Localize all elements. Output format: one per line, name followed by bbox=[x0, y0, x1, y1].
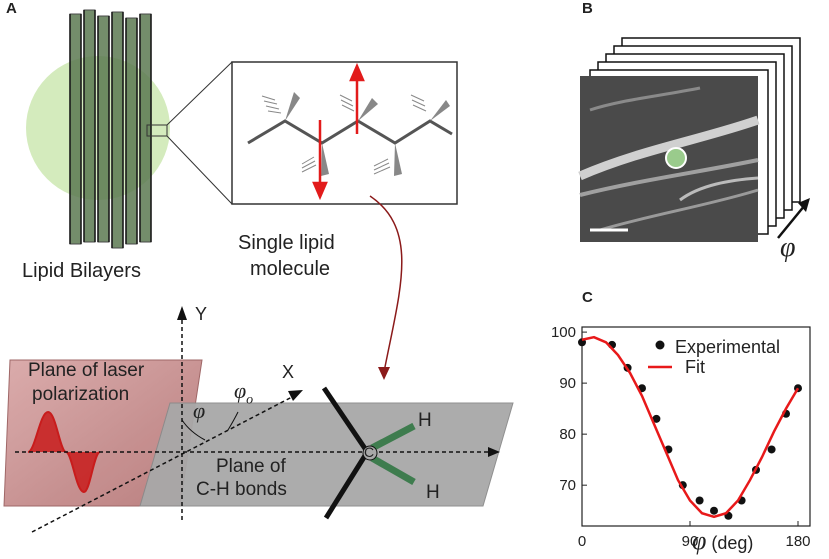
phi-arc bbox=[181, 419, 206, 441]
y-tick-label: 90 bbox=[559, 375, 576, 392]
data-point-experimental bbox=[652, 414, 661, 423]
panel-b-phi-label: φ bbox=[780, 232, 796, 263]
phi-angle-label: φ bbox=[193, 398, 206, 423]
data-point-experimental bbox=[695, 496, 704, 505]
x-axis-label: X bbox=[282, 362, 295, 382]
y-tick-label: 80 bbox=[559, 426, 576, 443]
dipole-arrows bbox=[312, 62, 365, 201]
phi-arrow bbox=[777, 204, 806, 239]
hydrogen-bottom-label: H bbox=[426, 482, 440, 503]
panel-label-b: B bbox=[582, 0, 593, 17]
ch-bonds-plane bbox=[139, 402, 514, 507]
hydrogen-top-label: H bbox=[418, 410, 432, 431]
hydrogen-wedges bbox=[285, 92, 450, 176]
chart-frame bbox=[581, 326, 811, 527]
single-lipid-label-line1: Single lipid bbox=[238, 232, 335, 254]
legend-label-experimental: Experimental bbox=[675, 337, 780, 357]
data-point-experimental bbox=[710, 506, 718, 515]
lipid-bilayers-label: Lipid Bilayers bbox=[22, 260, 141, 282]
phi-o-arc bbox=[227, 411, 239, 431]
ch-plane-label-line1: Plane of bbox=[216, 456, 286, 477]
data-point-experimental bbox=[767, 445, 776, 454]
x-tick-label: 0 bbox=[578, 533, 586, 550]
series-line-fit bbox=[581, 335, 800, 519]
phi-o-subscript: o bbox=[246, 392, 254, 408]
laser-plane-label-line2: polarization bbox=[32, 384, 130, 405]
x-tick-label: 180 bbox=[785, 533, 810, 550]
panel-label-a: A bbox=[6, 0, 17, 17]
legend-label-fit: Fit bbox=[685, 357, 705, 377]
bilayer-zoom-box bbox=[146, 124, 168, 137]
ch-bond-diagram bbox=[321, 386, 416, 520]
y-tick-label: 70 bbox=[559, 477, 576, 494]
y-tick-label: 100 bbox=[551, 324, 576, 341]
fiber-texture bbox=[578, 86, 760, 232]
chart-xlabel: φ (deg) bbox=[692, 526, 753, 556]
measurement-spot bbox=[665, 147, 687, 169]
connector-arrow bbox=[369, 195, 403, 373]
phi-o-base: φ bbox=[234, 378, 247, 403]
legend-marker-experimental bbox=[655, 340, 665, 350]
single-lipid-label-line2: molecule bbox=[250, 258, 331, 280]
laser-plane-label-line1: Plane of laser bbox=[28, 360, 145, 381]
panel-label-c: C bbox=[582, 289, 593, 306]
y-axis-label: Y bbox=[195, 304, 208, 324]
lipid-molecule-inset bbox=[231, 61, 458, 205]
x-tick-label: 90 bbox=[682, 533, 699, 550]
chart-xlabel-symbol: φ bbox=[692, 526, 707, 555]
lipid-bilayer-strands bbox=[69, 9, 152, 249]
ch-plane-label-line2: C-H bonds bbox=[196, 479, 287, 500]
hashed-wedges bbox=[261, 94, 427, 175]
phi-o-angle-label: φo bbox=[234, 378, 253, 408]
chart-xlabel-unit: (deg) bbox=[711, 533, 754, 553]
carbon-label: C bbox=[364, 444, 375, 460]
